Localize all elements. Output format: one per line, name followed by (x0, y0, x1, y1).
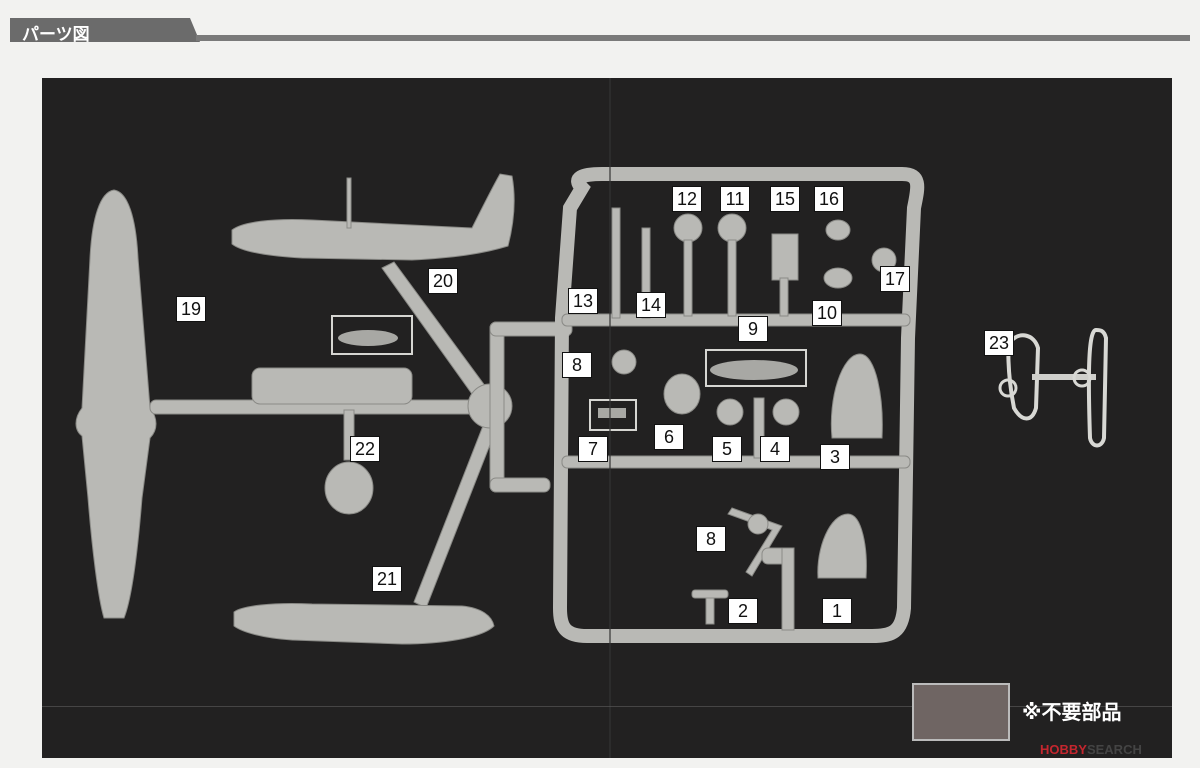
unneeded-parts-swatch (912, 683, 1010, 741)
header-rule (196, 35, 1190, 41)
part-label-1: 1 (822, 598, 852, 624)
part-23-clear (1006, 333, 1041, 421)
part-22 (324, 461, 374, 515)
part-label-15: 15 (770, 186, 800, 212)
scan-line (42, 706, 1172, 707)
part-label-8-upper: 8 (562, 352, 592, 378)
unneeded-parts-label: ※不要部品 (1022, 700, 1122, 724)
part-label-20: 20 (428, 268, 458, 294)
part-label-6: 6 (654, 424, 684, 450)
highlight-box-7 (589, 399, 637, 431)
part-8-propeller (727, 507, 783, 577)
part-label-14: 14 (636, 292, 666, 318)
highlight-box-20 (331, 315, 413, 355)
part-label-9: 9 (738, 316, 768, 342)
part-label-12: 12 (672, 186, 702, 212)
part-label-23: 23 (984, 330, 1014, 356)
page-header: パーツ図 (0, 18, 1200, 46)
header-tab (10, 18, 200, 42)
part-19-wing (75, 189, 157, 619)
part-label-8-lower: 8 (696, 526, 726, 552)
part-1-canopy (817, 513, 867, 579)
part-label-3: 3 (820, 444, 850, 470)
part-label-10: 10 (812, 300, 842, 326)
part-label-19: 19 (176, 296, 206, 322)
part-label-17: 17 (880, 266, 910, 292)
watermark: HOBBYSEARCH (1040, 742, 1142, 757)
part-label-16: 16 (814, 186, 844, 212)
part-20-fuselage (231, 173, 515, 261)
part-label-2: 2 (728, 598, 758, 624)
parts-photo: 1 2 3 4 5 6 7 8 8 9 10 11 12 13 14 15 16… (42, 78, 1172, 758)
highlight-box-9 (705, 349, 807, 387)
part-label-4: 4 (760, 436, 790, 462)
part-21 (233, 603, 495, 645)
part-label-22: 22 (350, 436, 380, 462)
sprue-illustration (75, 167, 1109, 645)
part-label-5: 5 (712, 436, 742, 462)
part-label-13: 13 (568, 288, 598, 314)
watermark-hobby: HOBBY (1040, 742, 1087, 757)
part-label-7: 7 (578, 436, 608, 462)
part-3-canopy (830, 353, 883, 439)
fold-line (609, 78, 611, 758)
watermark-search: SEARCH (1086, 742, 1142, 757)
part-label-21: 21 (372, 566, 402, 592)
runner-diagonal-bottom (413, 407, 503, 609)
page-title: パーツ図 (22, 25, 90, 45)
part-label-11: 11 (720, 186, 750, 212)
sprue-frame (552, 167, 925, 643)
